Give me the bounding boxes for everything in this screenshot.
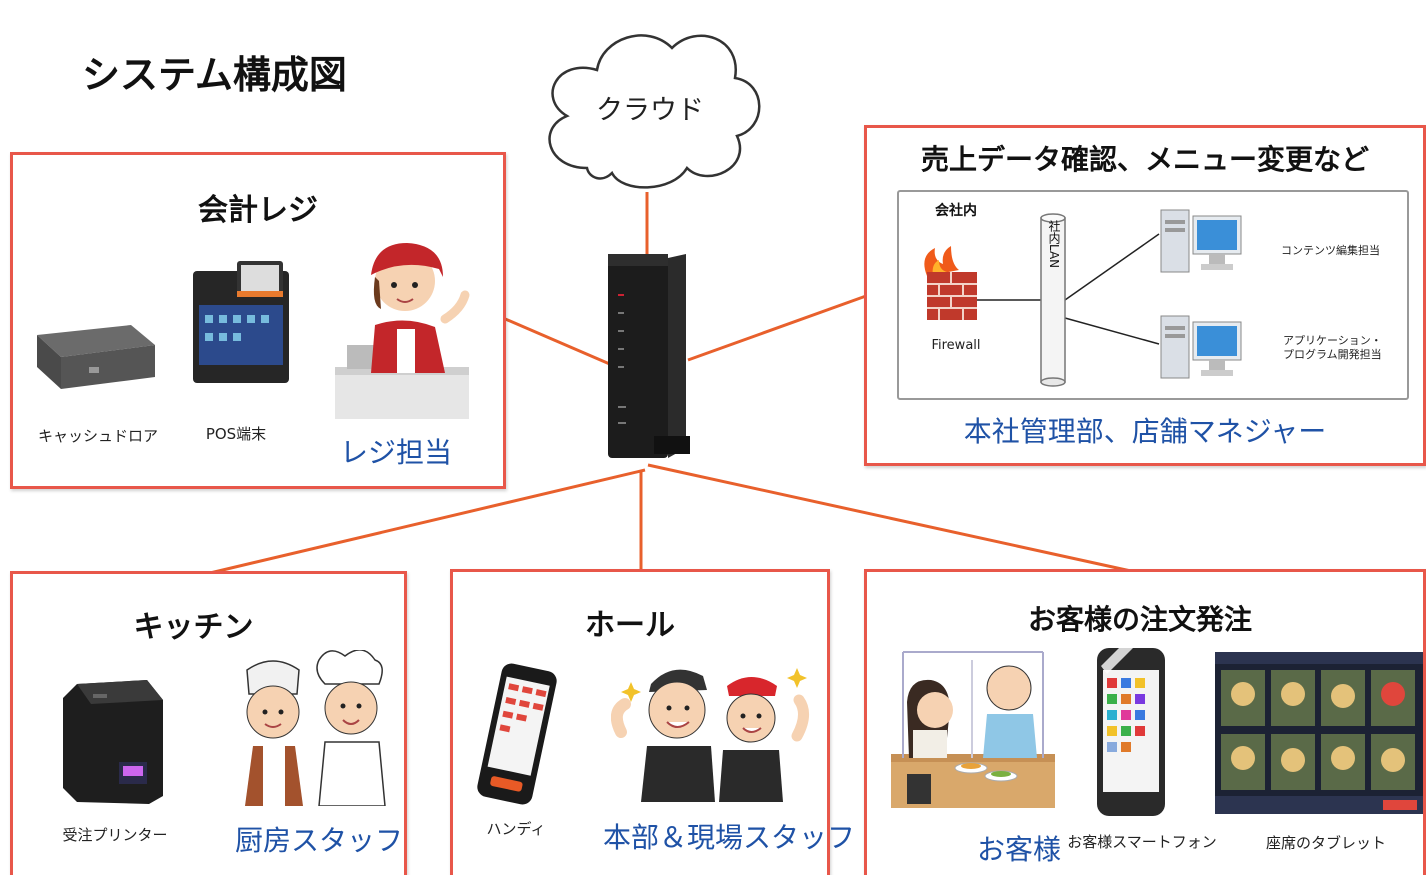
customer-panel: お客様の注文発注 お客様 お客様スマートフォン 座席のタブレット <box>864 569 1426 875</box>
register-panel: 会計レジ キャッシュドロア POS端末 レジ担当 <box>10 152 506 489</box>
register-title: 会計レジ <box>198 193 318 228</box>
cash-drawer-label: キャッシュドロア <box>37 427 158 445</box>
cash-drawer-icon <box>37 325 155 389</box>
hall-panel: ホール ハンディ 本部＆現場スタッフ <box>450 569 856 875</box>
management-role: 本社管理部、店舗マネジャー <box>963 415 1327 448</box>
management-title: 売上データ確認、メニュー変更など <box>920 143 1369 176</box>
handy-terminal-icon <box>477 663 557 805</box>
lan-label: 社内LAN <box>1047 220 1061 269</box>
hall-role: 本部＆現場スタッフ <box>603 821 856 854</box>
register-role: レジ担当 <box>339 436 452 469</box>
smartphone-icon <box>1097 648 1165 816</box>
inside-company-label: 会社内 <box>935 203 977 219</box>
order-printer-label: 受注プリンター <box>62 826 168 844</box>
handy-label: ハンディ <box>486 820 546 838</box>
seat-tablet-label: 座席のタブレット <box>1265 834 1386 852</box>
line-router-kitchen <box>209 468 646 575</box>
router-icon <box>608 254 690 458</box>
smartphone-label: お客様スマートフォン <box>1067 833 1217 851</box>
app-dev-label-line2: プログラム開発担当 <box>1283 348 1382 361</box>
customer-role: お客様 <box>977 833 1062 866</box>
kitchen-staff-illustration <box>245 650 386 806</box>
content-editor-label: コンテンツ編集担当 <box>1281 244 1380 257</box>
customers-dining-illustration <box>891 651 1055 808</box>
management-panel: 売上データ確認、メニュー変更など 会社内 Firewall 社内LAN コ <box>864 125 1426 466</box>
line-register-router <box>502 316 613 367</box>
firewall-label: Firewall <box>931 338 981 353</box>
hall-staff-illustration <box>611 668 809 802</box>
hall-title: ホール <box>585 608 675 643</box>
kitchen-panel: キッチン 受注プリンター 厨房スタッフ <box>10 571 407 875</box>
line-router-customer <box>647 463 1141 575</box>
app-dev-label-line1: アプリケーション・ <box>1283 334 1382 347</box>
computer-icon-bottom <box>1160 315 1242 379</box>
pos-label: POS端末 <box>205 425 267 443</box>
pos-terminal-icon <box>193 261 289 383</box>
line-management-router <box>687 294 867 362</box>
firewall-icon <box>924 246 977 320</box>
cloud-label: クラウド <box>596 95 704 126</box>
cashier-illustration <box>335 243 470 419</box>
order-printer-icon <box>63 680 163 804</box>
cloud-icon <box>548 34 761 189</box>
lan-lines <box>977 233 1160 345</box>
network-box <box>897 190 1409 400</box>
lan-pillar-icon <box>1040 213 1066 387</box>
seat-tablet-icon <box>1215 652 1423 814</box>
computer-icon-top <box>1160 209 1242 273</box>
kitchen-title: キッチン <box>133 610 254 645</box>
diagram-title: システム構成図 <box>82 53 347 97</box>
kitchen-role: 厨房スタッフ <box>235 824 404 857</box>
customer-title: お客様の注文発注 <box>1027 603 1252 636</box>
